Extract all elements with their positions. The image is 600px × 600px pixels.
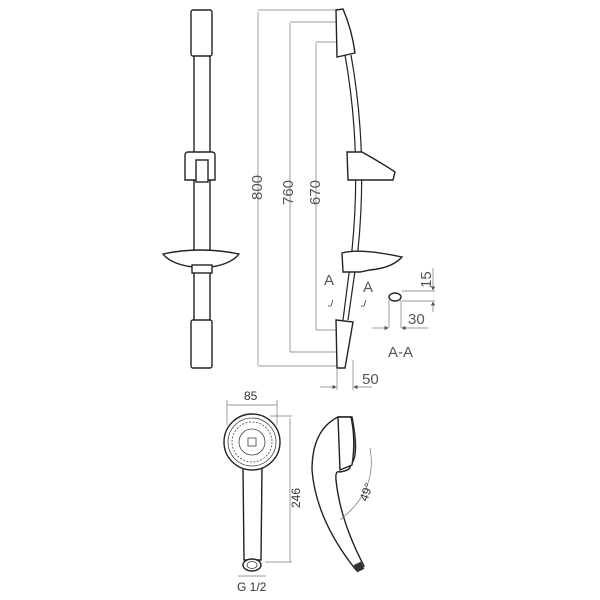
handshower-body	[311, 416, 365, 571]
hose-connector	[353, 561, 365, 573]
dim-760: 760	[280, 180, 297, 205]
wall-offset-dimension: 50	[320, 360, 379, 390]
dim-g12: G 1/2	[237, 580, 267, 594]
dim-670: 670	[307, 180, 324, 205]
section-marker-right: A	[363, 279, 373, 296]
rail-top-cap	[190, 9, 213, 57]
soap-dish-front	[161, 249, 241, 269]
handle	[242, 467, 263, 561]
handshower-side-view: 49°	[311, 416, 376, 573]
rail-dimensions: 800 760 670	[249, 9, 338, 367]
dim-30: 30	[408, 311, 425, 328]
rail-bottom-cap	[190, 319, 213, 369]
section-label: A-A	[388, 344, 413, 361]
dim-246: 246	[289, 488, 303, 508]
rail-tube	[193, 54, 211, 324]
dim-50: 50	[362, 371, 379, 388]
dim-800: 800	[249, 175, 266, 200]
side-top-bracket	[335, 8, 356, 58]
section-marker-left: A	[324, 272, 334, 289]
dim-15: 15	[418, 271, 435, 288]
section-profile	[388, 292, 402, 302]
rail-side-view	[335, 8, 404, 369]
dim-angle: 49°	[357, 481, 376, 503]
handshower-front-view: 85 246 G 1/2	[223, 389, 303, 594]
connector	[242, 558, 262, 572]
slider-clip	[195, 159, 209, 183]
section-a-a: A A 15 30 A-A	[324, 268, 436, 361]
side-soap-dish	[341, 250, 404, 273]
rail-front-view	[161, 9, 241, 369]
side-shower-holder	[346, 151, 396, 181]
dim-85: 85	[244, 389, 258, 403]
side-bottom-bracket	[335, 319, 354, 369]
